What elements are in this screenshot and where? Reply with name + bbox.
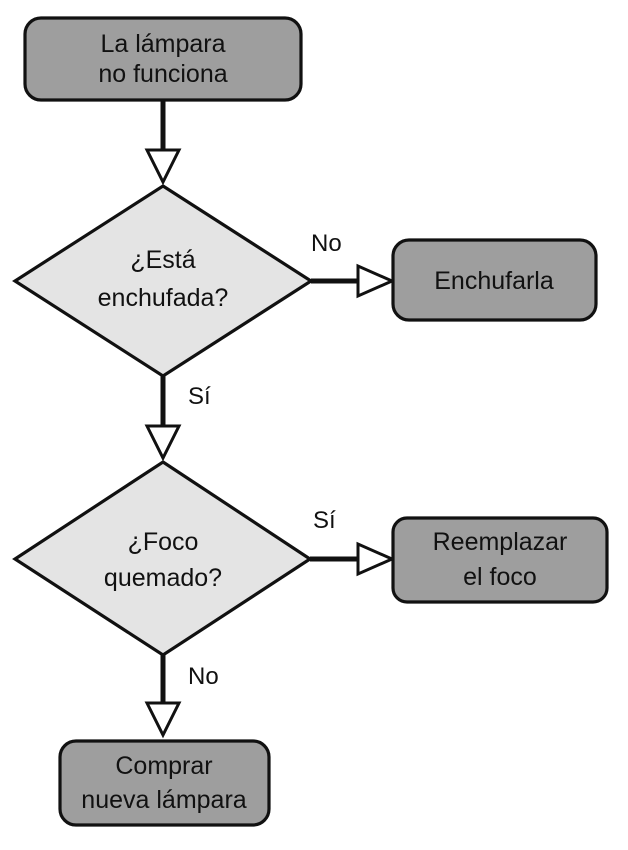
edge-start-to-plugged [144,100,182,186]
decision-bulb-line2: quemado? [104,564,222,592]
arrowhead-down [144,424,182,462]
decision-plugged: ¿Está enchufada? [12,184,314,378]
edge-bulb-yes: Sí [310,507,396,577]
edge-plugged-no: No [311,230,396,299]
replace-bulb-line2: el foco [463,563,537,591]
arrowhead-down [144,701,182,739]
decision-plugged-line2: enchufada? [98,284,229,312]
buy-lamp-node: Comprar nueva lámpara [58,739,271,827]
edge-label-bulb-yes: Sí [313,507,336,534]
buy-lamp-line1: Comprar [115,752,212,780]
replace-bulb-line1: Reemplazar [433,528,568,556]
edge-bulb-no: No [144,655,219,739]
edge-label-plugged-yes: Sí [188,383,211,410]
plug-in-node-label: Enchufarla [434,267,554,295]
decision-bulb: ¿Foco quemado? [12,460,313,657]
buy-lamp-line2: nueva lámpara [81,786,246,814]
start-node-line1: La lámpara [100,30,225,58]
arrowhead-right [356,541,396,577]
arrowhead-down [144,148,182,186]
decision-plugged-line1: ¿Está [130,246,195,274]
plug-in-node: Enchufarla [391,238,598,322]
arrowhead-right [356,263,396,299]
edge-plugged-yes: Sí [144,376,211,462]
edge-label-bulb-no: No [188,663,219,690]
edge-label-plugged-no: No [311,230,342,257]
start-node-line2: no funciona [98,60,227,88]
replace-bulb-node: Reemplazar el foco [391,516,609,604]
start-node: La lámpara no funciona [23,16,303,102]
decision-bulb-line1: ¿Foco [128,528,199,556]
